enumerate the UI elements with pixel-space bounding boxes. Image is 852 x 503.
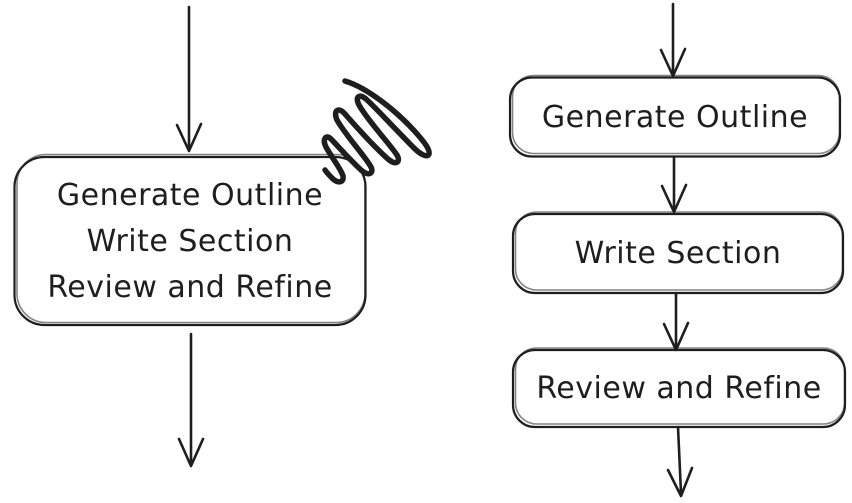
scribble-scratch-out-icon	[321, 78, 432, 185]
right-arrow-2-3-down	[662, 291, 690, 352]
right-node-3-outline	[511, 347, 847, 429]
right-node-1-outline	[508, 74, 842, 158]
left-inflow-arrow-down	[175, 5, 203, 153]
right-outflow-arrow-down	[666, 425, 694, 498]
right-node-2-outline	[511, 211, 845, 295]
left-outflow-arrow-down	[177, 332, 205, 468]
right-inflow-arrow-down	[659, 2, 687, 78]
right-arrow-1-2-down	[660, 155, 688, 214]
left-node-outline	[13, 153, 367, 327]
